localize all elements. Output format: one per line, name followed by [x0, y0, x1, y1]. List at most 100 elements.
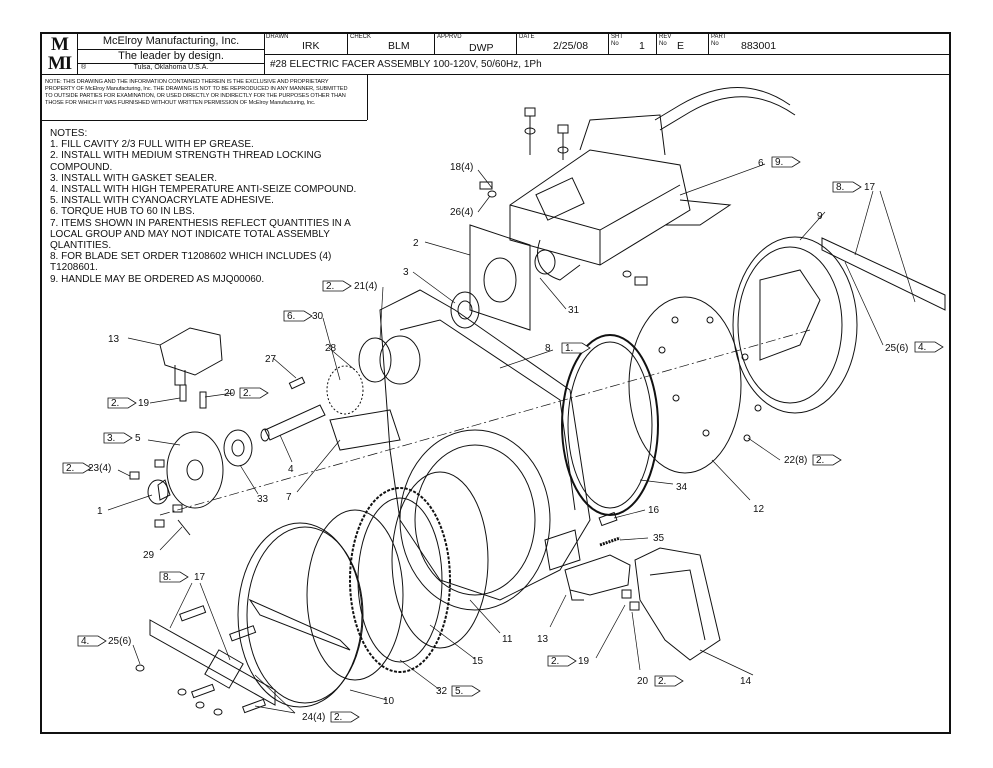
svg-text:9.: 9. [775, 157, 783, 168]
callout: 13 [537, 634, 549, 645]
svg-text:5.: 5. [455, 686, 463, 697]
svg-text:2.: 2. [658, 676, 666, 687]
note-line: 9. HANDLE MAY BE ORDERED AS MJQ00060. [50, 273, 265, 285]
note-line: 5. INSTALL WITH CYANOACRYLATE ADHESIVE. [50, 195, 274, 207]
leader-lines [107, 163, 916, 714]
note-line: 8. FOR BLADE SET ORDER T1208602 WHICH IN… [50, 251, 332, 263]
drawn-value: IRK [302, 40, 320, 52]
callout: 33 [257, 494, 269, 505]
note-line: 1. FILL CAVITY 2/3 FULL WITH EP GREASE. [50, 139, 254, 151]
callout: 19 [138, 398, 150, 409]
plate-screws [129, 459, 191, 536]
note-flag: 2. [547, 655, 577, 667]
callout: 15 [472, 656, 484, 667]
note-flag: 9. [771, 156, 801, 168]
callout: 5 [135, 433, 141, 444]
svg-text:4.: 4. [918, 342, 926, 353]
callout: 2 [413, 238, 419, 249]
note-line: 4. INSTALL WITH HIGH TEMPERATURE ANTI-SE… [50, 184, 357, 196]
drawing-sheet: M MI McElroy Manufacturing, Inc. The lea… [40, 32, 951, 734]
motor-screws [479, 107, 648, 286]
callout: 29 [143, 550, 155, 561]
callout: 9 [817, 211, 823, 222]
spring [599, 536, 621, 547]
note-line: NOTES: [50, 128, 88, 139]
main-housing [329, 289, 591, 611]
callout: 13 [108, 334, 120, 345]
callout: 19 [578, 656, 590, 667]
note-flag: 2. [239, 387, 269, 399]
note-flag: 8. [832, 181, 862, 193]
callout: 35 [653, 533, 665, 544]
callout: 17 [864, 182, 876, 193]
callout: 25(6) [108, 636, 131, 647]
ring-gear [349, 487, 451, 673]
note-line: 7. ITEMS SHOWN IN PARENTHESIS REFLECT QU… [50, 217, 351, 229]
callout: 34 [676, 482, 688, 493]
svg-text:1.: 1. [565, 343, 573, 354]
callout: 27 [265, 354, 277, 365]
upper-handle [159, 327, 223, 409]
registered-mark: ® [81, 64, 87, 71]
note-line: 6. TORQUE HUB TO 60 IN LBS. [50, 206, 195, 218]
key [288, 376, 306, 390]
callout: 17 [194, 572, 206, 583]
assembly-notes: NOTES: 1. FILL CAVITY 2/3 FULL WITH EP G… [50, 128, 356, 285]
company-logo: M MI [42, 34, 78, 74]
sprocket [326, 365, 364, 415]
callout: 1 [97, 506, 103, 517]
note-flag: 2. [654, 675, 684, 687]
callout: 22(8) [784, 455, 807, 466]
apprvd-value: DWP [469, 42, 494, 54]
callout: 32 [436, 686, 448, 697]
callout: 12 [753, 504, 765, 515]
callout: 10 [383, 696, 395, 707]
seal-ring [561, 334, 659, 516]
svg-text:2.: 2. [243, 388, 251, 399]
note-flag: 2. [330, 711, 360, 723]
svg-text:2.: 2. [111, 398, 119, 409]
callout: 14 [740, 676, 752, 687]
drawing-title: #28 ELECTRIC FACER ASSEMBLY 100-120V, 50… [270, 59, 542, 70]
note-flag: 4. [914, 341, 944, 353]
note-flag: 2. [107, 397, 137, 409]
cover-screws [658, 316, 762, 442]
check-value: BLM [388, 40, 410, 52]
callout: 7 [286, 492, 292, 503]
latch [564, 554, 631, 601]
callout: 16 [648, 505, 660, 516]
callout: 3 [403, 267, 409, 278]
note-flags: 9. 8. 2. 6. 1. 4. 2. 2. 3. 2. 2. 8. 4. 2… [62, 156, 944, 723]
note-flag: 8. [159, 571, 189, 583]
cover-plate [628, 296, 742, 474]
note-flag: 2. [322, 280, 352, 292]
callout: 4 [288, 464, 294, 475]
shaft-bearing [223, 429, 253, 467]
part-value: 883001 [741, 40, 777, 52]
note-line: 2. INSTALL WITH MEDIUM STRENGTH THREAD L… [50, 150, 322, 162]
callout: 21(4) [354, 281, 377, 292]
note-flag: 5. [451, 685, 481, 697]
sheet-value: 1 [639, 40, 645, 52]
note-flag: 2. [812, 454, 842, 466]
svg-text:2.: 2. [551, 656, 559, 667]
assembly-axis [159, 329, 811, 516]
company-location: Tulsa, Oklahoma U.S.A. [133, 64, 209, 71]
lower-blade [149, 619, 276, 706]
callout-labels: 18(4) 26(4) 6 17 9 2 3 21(4) 30 31 28 8 … [88, 158, 908, 723]
blade-screws [135, 605, 267, 716]
motor-gearbox [509, 87, 796, 281]
svg-text:2.: 2. [66, 463, 74, 474]
callout: 28 [325, 343, 337, 354]
svg-text:3.: 3. [107, 433, 115, 444]
pin [598, 511, 618, 527]
svg-text:8.: 8. [163, 572, 171, 583]
proprietary-notice: NOTE: THIS DRAWING AND THE INFORMATION C… [45, 79, 348, 106]
callout: 24(4) [302, 712, 325, 723]
